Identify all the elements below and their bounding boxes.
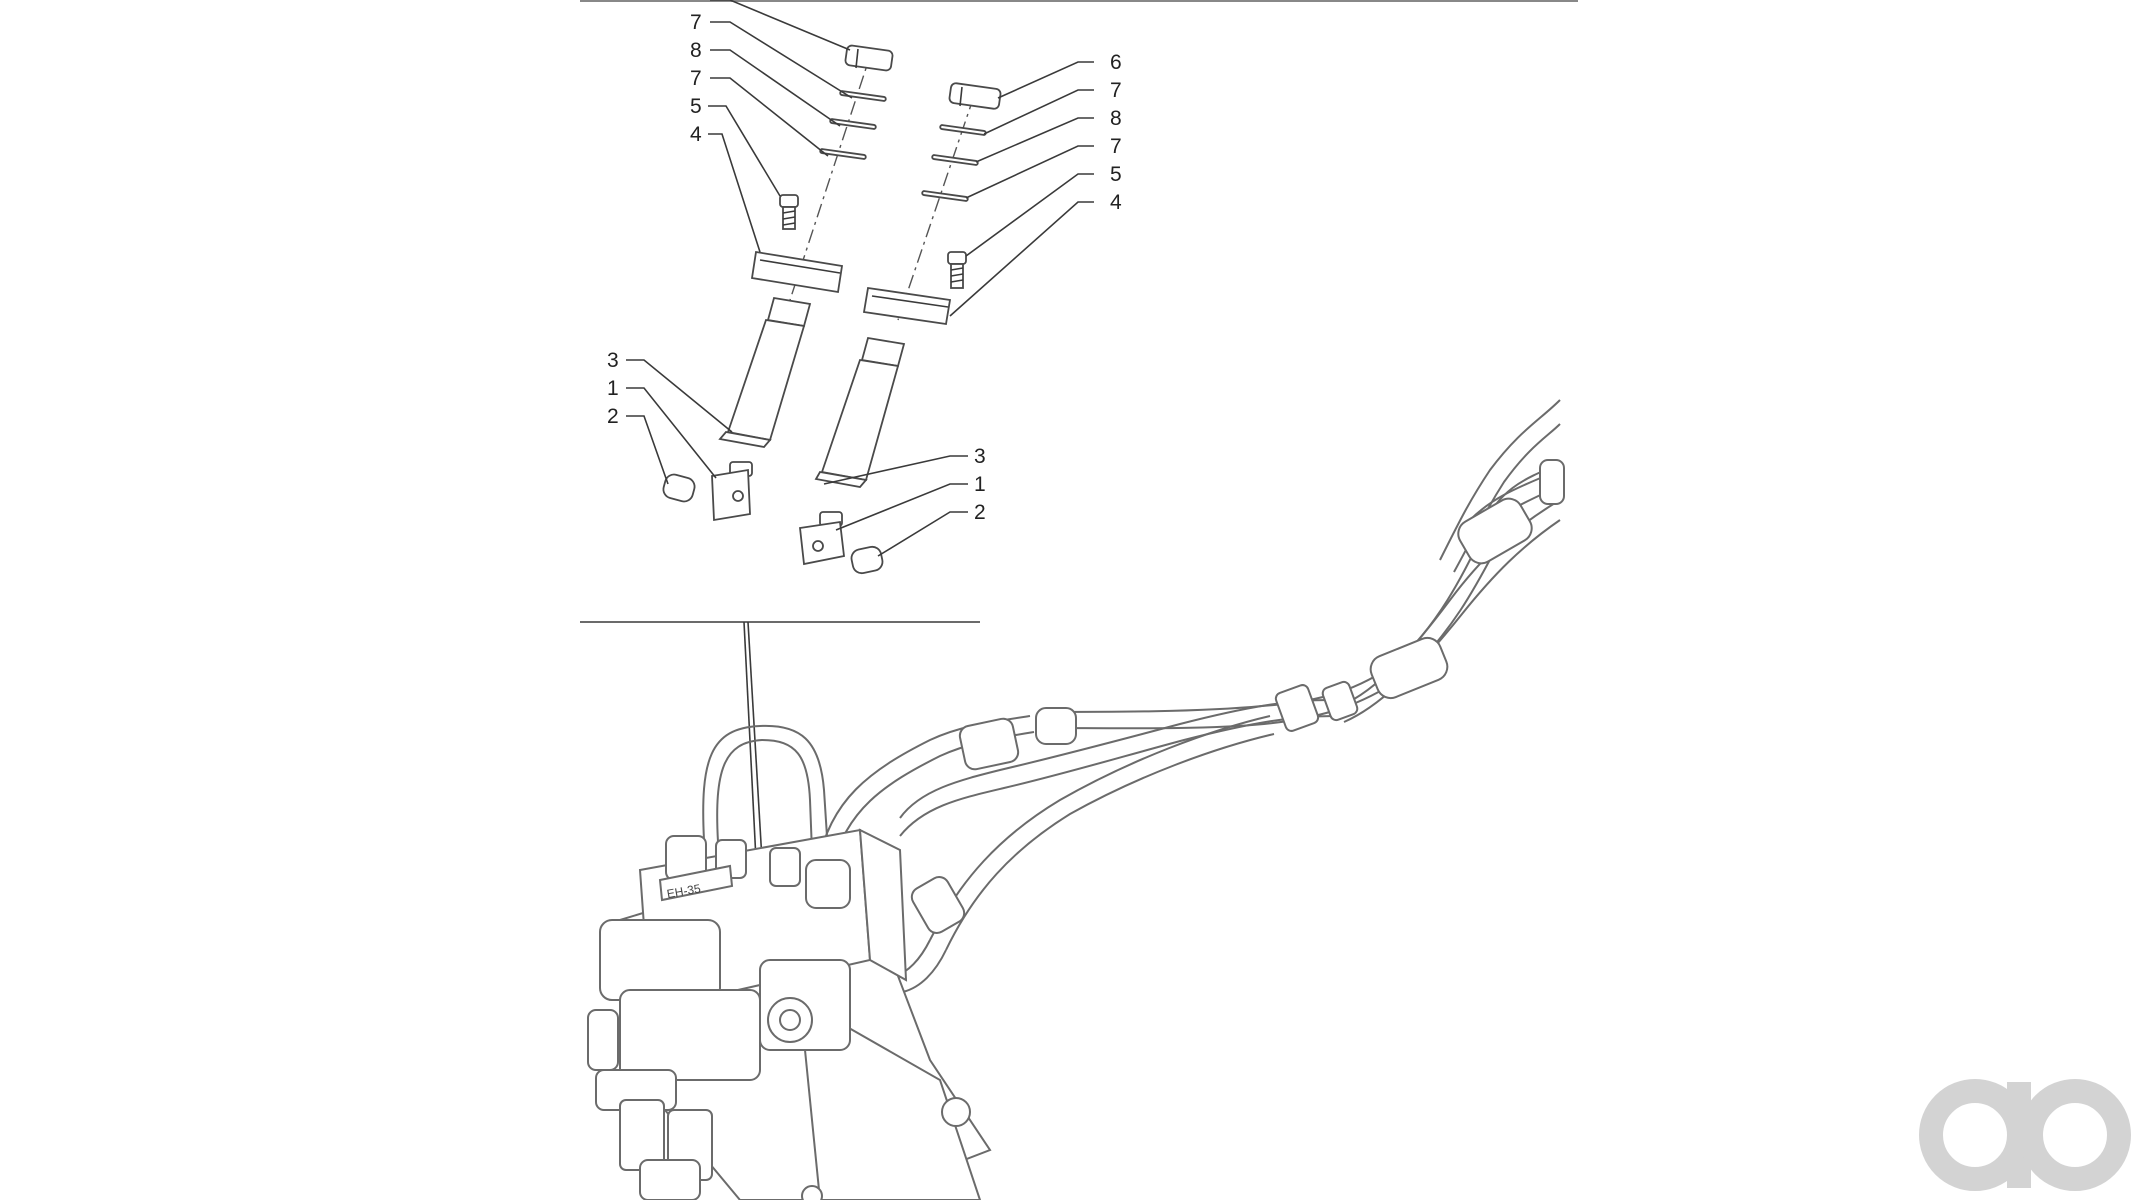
leader-lines	[626, 0, 1094, 557]
left-washer-7b	[819, 148, 867, 160]
right-pin	[948, 82, 1002, 110]
callout-right-top-5: 5	[1110, 163, 1122, 186]
right-washer-8	[931, 154, 979, 166]
logo-circle-left	[1919, 1079, 2031, 1191]
logo-circle-right	[2019, 1079, 2131, 1191]
callout-right-top-1: 6	[1110, 51, 1122, 74]
right-cap	[850, 545, 884, 575]
left-pin	[844, 44, 894, 72]
right-block	[799, 511, 845, 566]
left-block	[711, 461, 753, 522]
valve-label: EH-35	[666, 881, 702, 901]
callout-right-lower-1: 3	[974, 445, 986, 468]
callout-labels: 7 8 7 5 4 6 7 8 7 5 4 3 1 2 3 1 2	[607, 11, 1122, 524]
callout-left-lower-1: 3	[607, 349, 619, 372]
left-sleeve	[718, 296, 812, 448]
callout-right-top-6: 4	[1110, 191, 1122, 214]
callout-left-top-4: 5	[690, 95, 702, 118]
detail-pointer	[580, 621, 980, 861]
right-center-axis	[897, 95, 975, 321]
left-washer-8	[829, 118, 877, 130]
left-washer-7a	[839, 90, 887, 102]
callout-left-lower-2: 1	[607, 377, 619, 400]
right-screw	[947, 251, 967, 289]
right-sleeve	[814, 336, 906, 488]
right-bracket	[862, 286, 952, 326]
right-washer-7b	[921, 190, 969, 202]
callout-left-top-5: 4	[690, 123, 702, 146]
left-screw	[779, 194, 799, 230]
callout-left-top-2: 8	[690, 39, 702, 62]
callout-left-lower-3: 2	[607, 405, 619, 428]
callout-right-top-4: 7	[1110, 135, 1122, 158]
callout-right-top-3: 8	[1110, 107, 1122, 130]
watermark-logo	[1919, 1079, 2131, 1191]
left-bracket	[750, 250, 844, 294]
callout-right-lower-3: 2	[974, 501, 986, 524]
hose-fittings	[910, 459, 1565, 934]
left-exploded-stack	[662, 44, 894, 522]
control-valve-block: EH-35	[587, 828, 992, 1200]
callout-left-top-1: 7	[690, 11, 702, 34]
callout-left-top-3: 7	[690, 67, 702, 90]
callout-right-lower-2: 1	[974, 473, 986, 496]
callout-right-top-2: 7	[1110, 79, 1122, 102]
left-cap	[662, 473, 696, 503]
right-exploded-stack	[799, 82, 1002, 575]
left-center-axis	[789, 49, 873, 301]
